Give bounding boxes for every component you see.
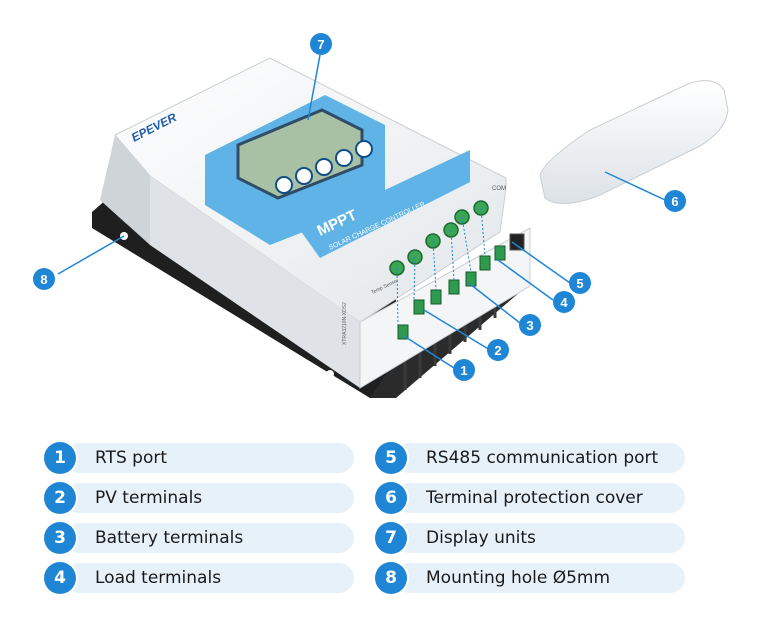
enter-button-icon[interactable]: [335, 149, 353, 167]
legend-label: Load terminals: [95, 568, 222, 588]
svg-text:5: 5: [576, 276, 583, 291]
controller-diagram: EPEVER MPPT SOLAR CHARGE CONTROLLER XTRA…: [33, 33, 729, 398]
legend-label: Display units: [426, 528, 536, 548]
callout-5: 5: [569, 272, 591, 294]
legend-bar: [395, 563, 685, 593]
legend-label: Mounting hole Ø5mm: [426, 568, 611, 588]
svg-text:3: 3: [526, 318, 533, 333]
svg-text:6: 6: [671, 194, 678, 209]
rs485-port[interactable]: [509, 233, 525, 251]
legend-bar: [395, 443, 685, 473]
legend-number: 3: [44, 522, 76, 554]
callout-6: 6: [664, 190, 686, 212]
callout-2: 2: [487, 339, 509, 361]
legend-label: PV terminals: [95, 488, 203, 508]
callout-4: 4: [553, 291, 575, 313]
svg-text:8: 8: [40, 272, 47, 287]
svg-text:1: 1: [460, 363, 467, 378]
legend-label: RTS port: [95, 448, 168, 468]
callout-8: 8: [33, 268, 55, 290]
legend-bar: [395, 523, 685, 553]
esc-button-icon[interactable]: [355, 140, 373, 158]
up-button-icon[interactable]: [295, 167, 313, 185]
callout-7: 7: [310, 33, 332, 55]
svg-text:2: 2: [494, 343, 501, 358]
lcd-screen: [236, 108, 364, 200]
terminal-protection-cover: [539, 80, 729, 204]
svg-text:4: 4: [560, 295, 568, 310]
legend-number: 6: [375, 482, 407, 514]
model-label-group: XTRA3210N-XDS2: [342, 302, 348, 345]
legend-bar: [64, 523, 354, 553]
legend-number: 2: [44, 482, 76, 514]
callout-markers: 1 2 3 4 5 6 7 8: [33, 33, 686, 381]
down-button-icon[interactable]: [315, 158, 333, 176]
legend-bar: [64, 563, 354, 593]
model-label: XTRA3210N-XDS2: [342, 302, 348, 345]
svg-text:7: 7: [317, 37, 324, 52]
legend-label: RS485 communication port: [426, 448, 659, 468]
legend-bar: [395, 483, 685, 513]
legend-label: Battery terminals: [95, 528, 244, 548]
legend-bar: [64, 443, 354, 473]
mounting-hole-right: [326, 370, 334, 378]
legend-bar: [64, 483, 354, 513]
display-panel: [205, 95, 385, 245]
callout-3: 3: [519, 314, 541, 336]
legend-number: 1: [44, 442, 76, 474]
menu-button-icon[interactable]: [275, 176, 293, 194]
legend-number: 4: [44, 562, 76, 594]
callout-1: 1: [453, 359, 475, 381]
legend-label: Terminal protection cover: [426, 488, 643, 508]
legend-number: 7: [375, 522, 407, 554]
legend-number: 8: [375, 562, 407, 594]
com-label: COM: [492, 186, 506, 192]
legend-number: 5: [375, 442, 407, 474]
leader-lines: [57, 54, 666, 369]
